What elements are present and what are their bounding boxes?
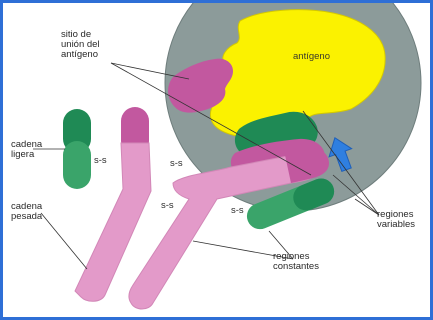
- antibody-diagram: s-s s-s s-s s-s antígeno sitio de unión …: [3, 3, 430, 317]
- leader-heavy-chain: [41, 213, 87, 269]
- disulfide-bond-2: s-s: [170, 158, 183, 169]
- constant-regions-label-line2: constantes: [273, 261, 319, 272]
- leader-variable-2: [355, 199, 379, 215]
- variable-regions-label-line2: variables: [377, 219, 415, 230]
- heavy-chain-label-line2: pesada: [11, 211, 43, 222]
- binding-site-label-line3: antígeno: [61, 49, 98, 60]
- antigen-label: antígeno: [293, 51, 330, 62]
- disulfide-bond-4: s-s: [231, 205, 244, 216]
- light-chain-label-line2: ligera: [11, 149, 35, 160]
- disulfide-bond-1: s-s: [94, 155, 107, 166]
- light-chain-left-constant: [63, 141, 91, 189]
- disulfide-bond-3: s-s: [161, 200, 174, 211]
